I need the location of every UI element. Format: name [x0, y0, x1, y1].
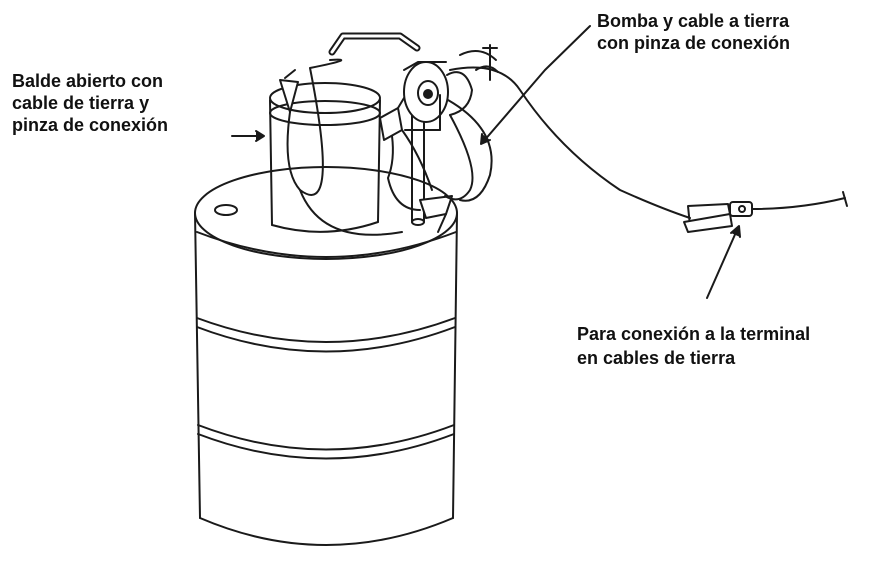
pump-label: Bomba y cable a tierra con pinza de cone…	[597, 10, 790, 54]
open-bucket-icon	[269, 82, 381, 233]
terminal-label-line-1: Para conexión a la terminal	[577, 324, 811, 344]
bucket-label-line-3: pinza de conexión	[12, 115, 169, 135]
pump-label-line-1: Bomba y cable a tierra	[597, 11, 790, 31]
bucket-label-line-1: Balde abierto con	[12, 71, 164, 91]
bucket-label: Balde abierto con cable de tierra y pinz…	[12, 70, 168, 136]
hand-pump-icon	[328, 32, 499, 226]
ground-cables	[286, 50, 691, 236]
terminal-clamp-icon	[683, 191, 848, 233]
terminal-label-line-2: en cables de tierra	[577, 348, 736, 368]
terminal-label: Para conexión a la terminal en cables de…	[577, 322, 810, 370]
arrow-bucket-icon	[231, 130, 265, 142]
arrow-terminal-icon	[706, 225, 741, 299]
drum-clamp-icon	[419, 195, 453, 233]
bucket-label-line-2: cable de tierra y	[12, 93, 150, 113]
pump-label-line-2: con pinza de conexión	[597, 33, 791, 53]
arrow-pump-icon	[480, 25, 591, 145]
pump-clamp-icon	[379, 97, 405, 141]
bucket-clamp-icon	[279, 69, 299, 113]
